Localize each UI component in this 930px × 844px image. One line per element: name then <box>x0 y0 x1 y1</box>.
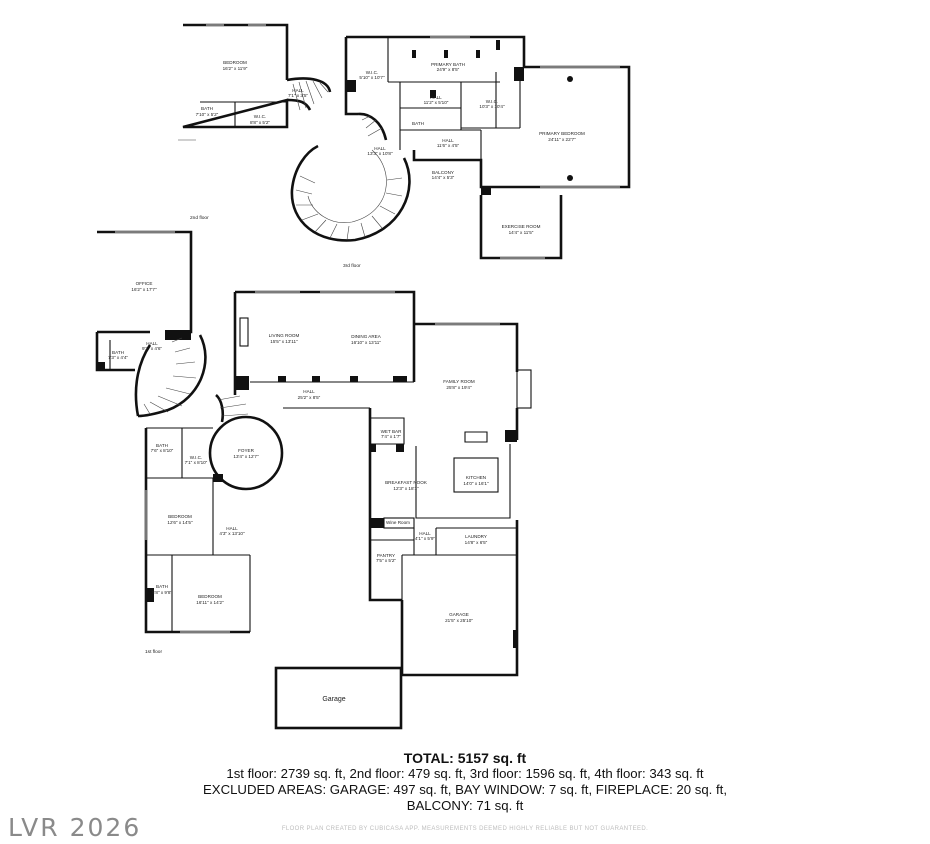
label-garage-int-name: GARAGE <box>449 612 469 617</box>
floor-label-3rd: 3rd floor <box>343 263 361 269</box>
label-garage-int-size: 21'5" x 25'10" <box>445 618 473 623</box>
label-primary-bedroom-name: PRIMARY BEDROOM <box>539 131 585 136</box>
label-hall-primary-name: HALL <box>430 95 442 100</box>
label-hall-office-name: HALL <box>146 341 158 346</box>
label-hall-kitchen-name: HALL <box>419 531 431 536</box>
label-pantry-size: 7'5" x 5'2" <box>376 558 396 563</box>
label-office-name: OFFICE <box>136 281 153 286</box>
label-bath-1-name: BATH <box>156 443 168 448</box>
label-wic-primary-size: 10'3" x 10'4" <box>479 104 505 109</box>
label-bath-2-name: BATH <box>156 584 168 589</box>
excluded-areas-line-2: BALCONY: 71 sq. ft <box>406 798 524 813</box>
label-wine-room: Wine Room <box>386 520 410 525</box>
label-pantry-name: PANTRY <box>377 553 395 558</box>
label-primary-bath-size: 24'9" x 8'5" <box>437 67 460 72</box>
total-area: TOTAL: 5157 sq. ft <box>403 750 527 766</box>
label-bath-office-name: BATH <box>112 350 124 355</box>
office-wing <box>95 230 207 418</box>
label-bath-office-size: 7'3" x 4'4" <box>108 355 128 360</box>
label-nook-size: 12'3" x 18'1" <box>393 486 419 491</box>
label-wic-small-size: 5'10" x 10'7" <box>359 75 385 80</box>
floor-label-1st: 1st floor <box>145 649 162 655</box>
label-bath-top-name: BATH <box>201 106 213 111</box>
excluded-areas-line: EXCLUDED AREAS: GARAGE: 497 sq. ft, BAY … <box>202 782 727 797</box>
label-hall-top-size: 7'1" x 3'5" <box>288 93 308 98</box>
label-dining-size: 16'10" x 13'11" <box>351 340 381 345</box>
label-balcony-size: 14'4" x 5'3" <box>432 175 455 180</box>
footer-disclaimer: FLOOR PLAN CREATED BY CUBICASA APP. MEAS… <box>281 826 649 832</box>
label-bath-primary-small: BATH <box>412 121 424 126</box>
label-hall-3rd-size: 11'6" x 4'5" <box>437 143 460 148</box>
label-hall-main-size: 25'2" x 8'5" <box>298 395 321 400</box>
label-foyer-size: 13'4" x 12'7" <box>233 454 259 459</box>
label-laundry-name: LAUNDRY <box>465 534 487 539</box>
label-bedroom-top-name: BEDROOM <box>223 60 247 65</box>
label-foyer-name: FOYER <box>238 448 255 453</box>
label-office-size: 16'2" x 17'7" <box>131 287 157 292</box>
label-wet-bar-size: 7'4" x 1'7" <box>381 434 401 439</box>
label-kitchen-name: KITCHEN <box>466 475 486 480</box>
label-bath-1-size: 7'6" x 8'10" <box>151 448 174 453</box>
label-exercise-size: 14'4" x 11'5" <box>509 230 534 235</box>
label-exercise-name: EXERCISE ROOM <box>502 224 541 229</box>
label-bedroom-1-size: 12'6" x 14'5" <box>167 520 193 525</box>
bedroom-suite-top <box>178 23 332 141</box>
label-wic-1-size: 7'1" x 8'10" <box>185 460 208 465</box>
label-living-size: 15'5" x 13'11" <box>270 339 298 344</box>
label-garage-ext: Garage <box>322 696 345 703</box>
label-laundry-size: 14'8" x 6'5" <box>465 540 488 545</box>
label-wic-top-size: 8'8" x 5'2" <box>250 120 270 125</box>
label-hall-kitchen-size: 4'1" x 5'9" <box>415 536 435 541</box>
label-family-name: FAMILY ROOM <box>443 379 475 384</box>
label-hall-office-size: 9'3" x 4'6" <box>142 346 162 351</box>
label-bedroom-top-size: 16'2" x 11'9" <box>223 66 248 71</box>
label-primary-bath-name: PRIMARY BATH <box>431 62 465 67</box>
label-wic-top-name: W.I.C. <box>254 114 267 119</box>
label-bedroom-2-size: 16'11" x 14'2" <box>196 600 224 605</box>
label-bedroom-2-name: BEDROOM <box>198 594 222 599</box>
main-floor <box>144 290 532 730</box>
label-balcony-name: BALCONY <box>432 170 454 175</box>
label-hall-stair-name: HALL <box>374 146 386 151</box>
label-living-name: LIVING ROOM <box>269 333 300 338</box>
label-nook-name: BREAKFAST NOOK <box>385 480 428 485</box>
floor-label-2nd: 2nd floor <box>190 215 209 221</box>
label-hall-stair-size: 13'3" x 10'8" <box>367 151 393 156</box>
label-hall-1-name: HALL <box>226 526 238 531</box>
label-dining-name: DINING AREA <box>351 334 382 339</box>
label-hall-main-name: HALL <box>303 389 315 394</box>
label-bedroom-1-name: BEDROOM <box>168 514 192 519</box>
label-bath-2-size: 5'8" x 9'8" <box>152 590 172 595</box>
label-primary-bedroom-size: 24'11" x 22'7" <box>548 137 576 142</box>
watermark: LVR 2026 <box>8 813 142 842</box>
floor-areas-line: 1st floor: 2739 sq. ft, 2nd floor: 479 s… <box>226 766 704 781</box>
label-wic-1-name: W.I.C. <box>190 455 203 460</box>
primary-suite <box>290 35 631 260</box>
label-bath-top-size: 7'10" x 5'2" <box>196 112 219 117</box>
label-hall-top-name: HALL <box>292 88 304 93</box>
label-wic-small-name: W.I.C. <box>366 70 379 75</box>
label-wic-primary-name: W.I.C. <box>486 99 499 104</box>
label-hall-primary-size: 11'2" x 5'10" <box>424 100 449 105</box>
label-family-size: 25'8" x 19'4" <box>446 385 472 390</box>
label-wet-bar-name: WET BAR <box>381 429 403 434</box>
label-hall-1-size: 4'3" x 13'10" <box>219 531 245 536</box>
room-labels: BEDROOM 16'2" x 11'9" BATH 7'10" x 5'2" … <box>108 60 585 703</box>
label-hall-3rd-name: HALL <box>442 138 454 143</box>
label-kitchen-size: 14'0" x 16'1" <box>463 481 489 486</box>
